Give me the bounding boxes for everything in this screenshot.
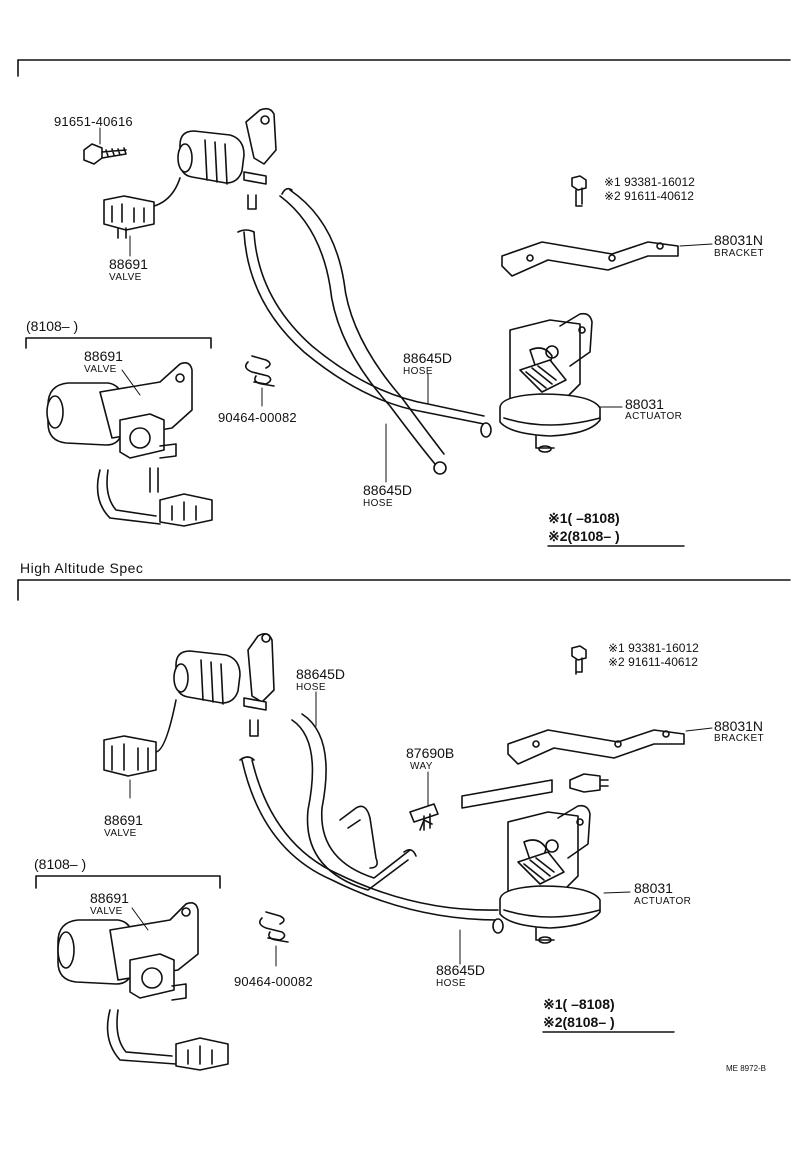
clip-part-number: 90464-00082	[234, 974, 313, 989]
legend-underline	[542, 545, 685, 1033]
hose-part-number: 88645D	[403, 350, 453, 366]
screw-icon	[571, 175, 587, 207]
hose-clip-icon	[258, 911, 289, 967]
note-1: ※1 93381-16012	[608, 641, 699, 655]
bolt-part-number: 91651-40616	[54, 114, 133, 129]
valve-part-number: 88691	[84, 348, 123, 364]
hose-icon	[291, 713, 417, 891]
hose-name: HOSE	[403, 366, 433, 377]
connector-icon	[103, 735, 157, 777]
screw-icon	[571, 645, 587, 675]
note-1: ※1 93381-16012	[604, 175, 695, 189]
range-bracket	[25, 337, 212, 349]
leader-lines	[129, 691, 713, 965]
top-frame	[17, 59, 791, 77]
way-name: WAY	[410, 761, 433, 772]
valve-name: VALVE	[104, 828, 137, 839]
actuator-part-number: 88031	[634, 880, 673, 896]
clip-part-number: 90464-00082	[218, 410, 297, 425]
vacuum-valve-icon	[46, 362, 193, 525]
hose-name: HOSE	[436, 978, 466, 989]
connector-icon	[175, 1037, 229, 1071]
bracket-name: BRACKET	[714, 733, 765, 744]
hose-name: HOSE	[363, 498, 393, 509]
valve-name: VALVE	[90, 906, 123, 917]
bracket-part-number: 88031N	[714, 718, 764, 734]
actuator-name: ACTUATOR	[634, 896, 692, 907]
hose-part-number: 88645D	[436, 962, 486, 978]
valve-part-number: 88691	[90, 890, 129, 906]
vacuum-way-icon	[409, 803, 439, 831]
range-bracket	[35, 875, 221, 889]
actuator-icon	[499, 804, 601, 944]
connector-icon	[159, 493, 213, 527]
hose-part-number: 88645D	[296, 666, 346, 682]
note-2: ※2 91611-40612	[604, 189, 694, 203]
leader-lines	[99, 127, 713, 483]
legend-2: ※2(8108– )	[543, 1014, 615, 1030]
bolt-icon	[83, 143, 127, 165]
valve-part-number: 88691	[104, 812, 143, 828]
connector-icon	[103, 195, 155, 239]
bracket-part-number: 88031N	[714, 232, 764, 248]
solenoid-valve-icon	[119, 107, 277, 210]
range-label: (8108– )	[26, 318, 79, 334]
bottom-frame	[17, 579, 791, 601]
bracket-icon	[507, 729, 685, 765]
legend-1: ※1( –8108)	[548, 510, 620, 526]
hose-icon	[339, 805, 378, 869]
check-valve-icon	[569, 773, 609, 793]
hose-icon	[239, 756, 504, 934]
vacuum-valve-icon	[57, 902, 199, 1065]
diagram-code: ME 8972-B	[726, 1064, 767, 1073]
solenoid-valve-icon	[145, 632, 275, 753]
section-title: High Altitude Spec	[20, 560, 144, 576]
legend-2: ※2(8108– )	[548, 528, 620, 544]
valve-name: VALVE	[109, 272, 142, 283]
actuator-name: ACTUATOR	[625, 411, 683, 422]
hose-icon	[237, 229, 492, 438]
note-2: ※2 91611-40612	[608, 655, 698, 669]
bracket-icon	[501, 241, 679, 277]
way-part-number: 87690B	[406, 745, 455, 761]
hose-part-number: 88645D	[363, 482, 413, 498]
actuator-part-number: 88031	[625, 396, 664, 412]
bracket-name: BRACKET	[714, 248, 765, 259]
hose-icon	[279, 187, 447, 475]
hose-clip-icon	[244, 355, 275, 407]
hose-icon	[461, 779, 553, 809]
hose-name: HOSE	[296, 682, 326, 693]
actuator-icon	[499, 312, 601, 453]
valve-name: VALVE	[84, 364, 117, 375]
legend-1: ※1( –8108)	[543, 996, 615, 1012]
valve-part-number: 88691	[109, 256, 148, 272]
range-label: (8108– )	[34, 856, 87, 872]
